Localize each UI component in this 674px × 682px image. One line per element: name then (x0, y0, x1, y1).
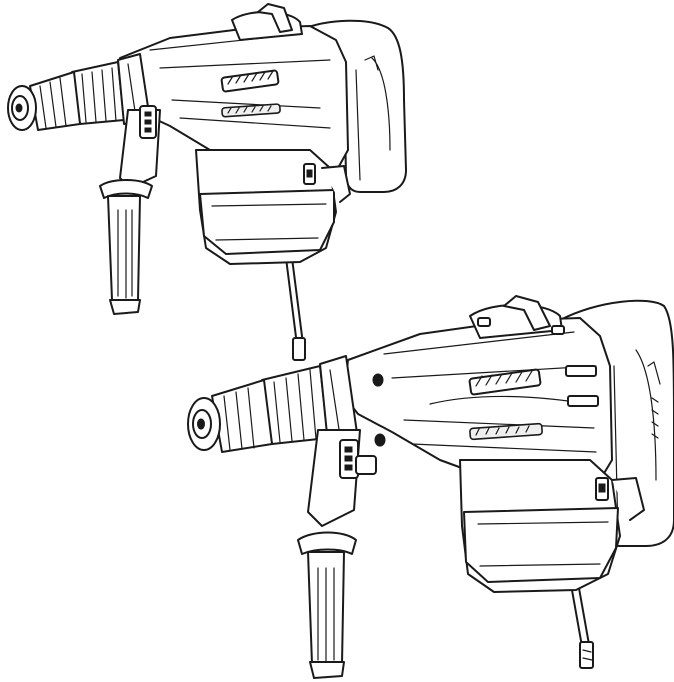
rotary-hammer-lower (187, 295, 674, 679)
power-cord-upper (285, 257, 306, 361)
air-vent-upper (220, 69, 281, 118)
rotary-hammer-upper (7, 3, 407, 361)
side-handle-upper (99, 105, 161, 315)
chuck-upper (7, 61, 125, 131)
air-vent-lower (468, 365, 599, 441)
chuck-lower (187, 365, 329, 453)
side-handle-lower (297, 429, 377, 679)
